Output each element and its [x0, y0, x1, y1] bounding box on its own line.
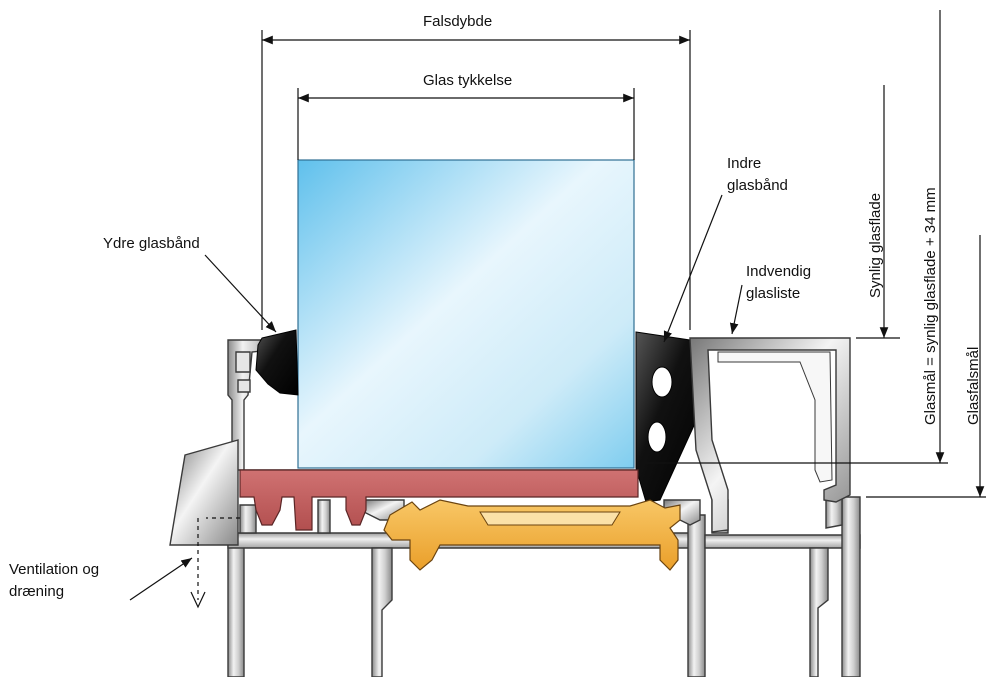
thermal-break — [383, 499, 681, 571]
glasfalsmal-label: Glasfalsmål — [965, 347, 982, 425]
dimension-glas-tykkelse — [297, 88, 635, 160]
indre-glasband-label-2: glasbånd — [727, 177, 788, 194]
ydre-glasband-label: Ydre glasbånd — [103, 235, 200, 252]
falsdybde-label: Falsdybde — [423, 13, 492, 30]
inner-glazing-bead — [689, 337, 851, 533]
gasket-hole-lower — [647, 421, 667, 453]
synlig-glasflade-label: Synlig glasflade — [867, 193, 884, 298]
ydre-glasband-leader — [204, 254, 277, 333]
dimension-glasmal — [640, 10, 948, 464]
drainage-path — [190, 517, 240, 609]
indre-glasband-leader — [663, 194, 723, 343]
glass-pane — [297, 159, 635, 469]
thermal-break-cavity — [479, 511, 621, 526]
dimension-synlig-glasflade — [856, 85, 900, 339]
gasket-hole-upper — [651, 366, 673, 398]
ventilation-label-2: dræning — [9, 583, 64, 600]
indvendig-glasliste-label-2: glasliste — [746, 285, 800, 302]
dimension-glasfalsmal — [866, 235, 986, 498]
indvendig-glasliste-label-1: Indvendig — [746, 263, 811, 280]
glasmal-label: Glasmål = synlig glasflade + 34 mm — [922, 187, 939, 425]
glas-tykkelse-label: Glas tykkelse — [423, 72, 512, 89]
ventilation-leader — [129, 557, 193, 601]
setting-block — [239, 469, 639, 531]
indre-glasband-label-1: Indre — [727, 155, 761, 172]
outer-glazing-gasket — [255, 329, 299, 396]
dimension-falsdybde — [261, 30, 691, 330]
indvendig-glasliste-leader — [729, 284, 743, 335]
ventilation-label-1: Ventilation og — [9, 561, 99, 578]
